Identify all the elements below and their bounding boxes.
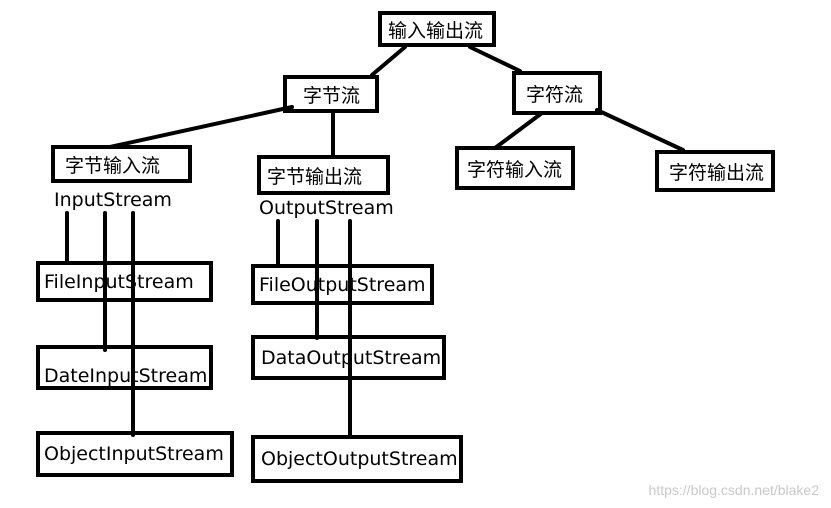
edge-root-char [468, 45, 522, 73]
label-output-stream: OutputStream [259, 197, 394, 219]
node-object-output-stream: ObjectOutputStream [251, 435, 463, 483]
node-date-input-stream: DateInputStream [36, 345, 213, 390]
watermark: https://blog.csdn.net/blake2 [648, 482, 819, 498]
node-char-stream: 字符流 [512, 71, 602, 115]
node-object-input-stream: ObjectInputStream [36, 431, 234, 477]
node-char-output: 字符输出流 [655, 150, 775, 192]
node-file-input-stream: FileInputStream [36, 261, 213, 302]
node-file-output-stream: FileOutputStream [251, 264, 434, 305]
node-data-output-stream: DataOutputStream [251, 335, 446, 380]
label-input-stream: InputStream [54, 189, 172, 211]
edge-char-input [493, 111, 544, 150]
edge-byte-input [108, 105, 294, 149]
edge-root-byte [370, 45, 407, 77]
node-byte-stream: 字节流 [283, 75, 379, 113]
node-root: 输入输出流 [378, 11, 496, 47]
node-byte-input: 字节输入流 [51, 145, 192, 183]
edge-char-output [595, 108, 685, 152]
node-char-input: 字符输入流 [455, 146, 575, 190]
node-byte-output: 字节输出流 [257, 155, 390, 195]
